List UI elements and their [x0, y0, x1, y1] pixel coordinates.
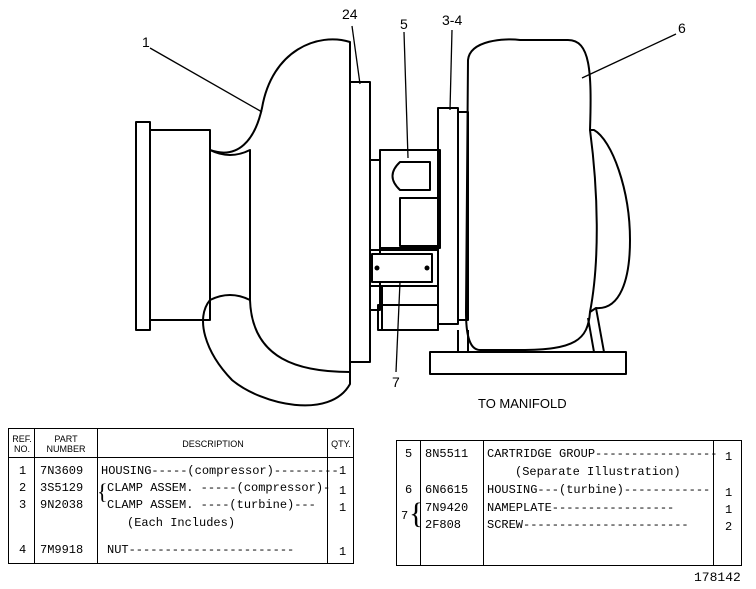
table-row-qty: 1 [339, 545, 347, 559]
manifold-flange [429, 307, 627, 375]
header-ref: REF. NO. [12, 434, 32, 454]
callout-24: 24 [342, 6, 358, 22]
turbine-housing [465, 38, 631, 351]
table-row-ref: 6 [405, 483, 413, 497]
clamp-compressor [349, 81, 371, 363]
table-row-ref: 4 [19, 543, 27, 557]
compressor-lower-housing [249, 299, 351, 373]
table-row-ref: 5 [405, 447, 413, 461]
callout-1: 1 [142, 34, 150, 50]
parts-table-left: REF. NO. PART NUMBER DESCRIPTION QTY. 1 … [8, 428, 354, 564]
callout-3-4: 3-4 [442, 12, 463, 28]
parts-table-right: 5 8N5511 CARTRIDGE GROUP----------------… [396, 440, 742, 566]
table-row-part: 8N5511 [425, 447, 469, 461]
table-row-part: 2F808 [425, 518, 462, 532]
table-row-desc: NUT----------------------- [107, 543, 295, 557]
table-row-desc: CLAMP ASSEM. -----(compressor)- [107, 481, 331, 495]
table-row-part: 9N2038 [40, 498, 84, 512]
callout-5: 5 [400, 16, 408, 32]
table-row-qty: 1 [339, 501, 347, 515]
callout-6: 6 [678, 20, 686, 36]
table-row-desc: HOUSING-----(compressor)--------- [101, 464, 339, 478]
table-row-desc: SCREW----------------------- [487, 518, 689, 532]
table-row-part: 6N6615 [425, 483, 469, 497]
table-row-desc: NAMEPLATE----------------- [487, 501, 675, 515]
table-row-part: 3S5129 [40, 481, 84, 495]
manifold-label: TO MANIFOLD [478, 396, 567, 411]
table-row-qty: 1 [339, 464, 347, 478]
table-row-qty: 1 [725, 450, 733, 464]
table-row-ref: 1 [19, 464, 27, 478]
table-row-desc: CARTRIDGE GROUP----------------- [487, 447, 718, 461]
table-row-desc: HOUSING---(turbine)------------ [487, 483, 711, 497]
header-description: DESCRIPTION [182, 439, 244, 449]
leader-lines [149, 25, 677, 373]
table-row-ref: 7 [401, 509, 409, 523]
table-row-ref: 2 [19, 481, 27, 495]
figure-number: 178142 [694, 570, 741, 585]
compressor-housing [202, 38, 351, 407]
nameplate [371, 253, 433, 283]
table-header [9, 429, 353, 458]
table-row-part: 7N3609 [40, 464, 84, 478]
header-qty: QTY. [331, 439, 351, 449]
table-row-qty: 1 [725, 486, 733, 500]
table-row-part: 7N9420 [425, 501, 469, 515]
table-row-desc: CLAMP ASSEM. ----(turbine)--- [107, 498, 316, 512]
table-row-desc: (Each Includes) [127, 516, 236, 530]
callout-7: 7 [392, 374, 400, 390]
table-row-qty: 1 [339, 484, 347, 498]
brace-icon: { [97, 479, 108, 504]
brace-icon: { [409, 497, 424, 530]
table-row-desc: (Separate Illustration) [515, 465, 681, 479]
turbocharger-drawing [135, 25, 677, 407]
table-row-ref: 3 [19, 498, 27, 512]
table-row-part: 7M9918 [40, 543, 84, 557]
table-row-qty: 2 [725, 520, 733, 534]
compressor-inlet [135, 121, 251, 331]
header-part: PART NUMBER [46, 434, 86, 454]
table-row-qty: 1 [725, 503, 733, 517]
